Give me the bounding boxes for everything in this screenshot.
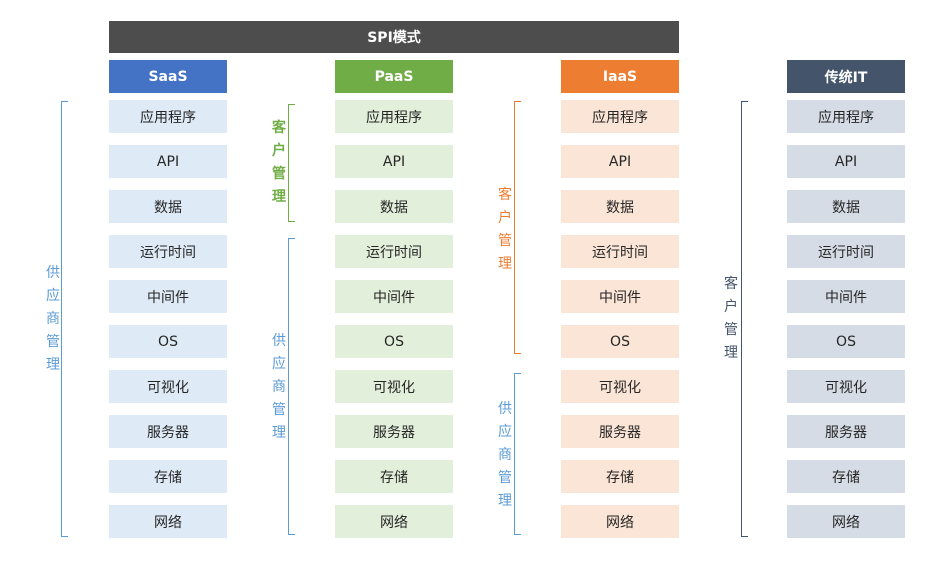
management-label-char: 客 bbox=[272, 120, 286, 136]
management-label-char: 管 bbox=[272, 166, 286, 182]
management-label-char: 户 bbox=[272, 143, 286, 159]
management-label-char: 理 bbox=[272, 425, 286, 441]
layer-cell: 中间件 bbox=[335, 280, 453, 313]
management-label-char: 商 bbox=[272, 379, 286, 395]
layer-cell: 网络 bbox=[109, 505, 227, 538]
layer-cell: 存储 bbox=[335, 460, 453, 493]
layer-cell: 可视化 bbox=[335, 370, 453, 403]
layer-cell: 存储 bbox=[787, 460, 905, 493]
management-label-char: 管 bbox=[498, 470, 512, 486]
layer-cell: 网络 bbox=[335, 505, 453, 538]
management-bracket bbox=[741, 101, 748, 537]
management-label-char: 理 bbox=[498, 493, 512, 509]
layer-cell: 数据 bbox=[787, 190, 905, 223]
management-bracket bbox=[288, 104, 295, 222]
management-label-char: 管 bbox=[46, 334, 60, 350]
layer-cell: 可视化 bbox=[109, 370, 227, 403]
management-label-char: 应 bbox=[46, 288, 60, 304]
column-header-1: PaaS bbox=[335, 60, 453, 93]
layer-cell: 服务器 bbox=[335, 415, 453, 448]
layer-cell: 运行时间 bbox=[561, 235, 679, 268]
management-label-char: 户 bbox=[498, 210, 512, 226]
layer-cell: 存储 bbox=[561, 460, 679, 493]
layer-cell: 中间件 bbox=[109, 280, 227, 313]
management-label-char: 理 bbox=[46, 357, 60, 373]
spi-title: SPI模式 bbox=[367, 30, 421, 46]
layer-cell: 服务器 bbox=[787, 415, 905, 448]
column-header-0: SaaS bbox=[109, 60, 227, 93]
layer-cell: API bbox=[561, 145, 679, 178]
layer-cell: API bbox=[787, 145, 905, 178]
layer-cell: 网络 bbox=[561, 505, 679, 538]
management-label-char: 理 bbox=[498, 256, 512, 272]
layer-cell: 数据 bbox=[335, 190, 453, 223]
layer-cell: 运行时间 bbox=[109, 235, 227, 268]
management-label: 客户管理 bbox=[269, 117, 289, 209]
layer-cell: 服务器 bbox=[109, 415, 227, 448]
management-bracket bbox=[514, 101, 521, 354]
layer-cell: 存储 bbox=[109, 460, 227, 493]
layer-cell: 应用程序 bbox=[787, 100, 905, 133]
management-label-char: 供 bbox=[498, 401, 512, 417]
spi-title-bar: SPI模式 bbox=[109, 21, 679, 53]
management-label-char: 商 bbox=[498, 447, 512, 463]
layer-cell: 可视化 bbox=[561, 370, 679, 403]
management-label: 客户管理 bbox=[721, 273, 741, 365]
layer-cell: OS bbox=[787, 325, 905, 358]
management-label-char: 商 bbox=[46, 311, 60, 327]
management-label-char: 理 bbox=[272, 189, 286, 205]
layer-cell: 中间件 bbox=[787, 280, 905, 313]
management-label: 供应商管理 bbox=[269, 330, 289, 445]
layer-cell: API bbox=[109, 145, 227, 178]
management-label-char: 理 bbox=[724, 345, 738, 361]
management-bracket bbox=[288, 238, 295, 535]
layer-cell: 服务器 bbox=[561, 415, 679, 448]
layer-cell: 应用程序 bbox=[109, 100, 227, 133]
layer-cell: 应用程序 bbox=[335, 100, 453, 133]
layer-cell: 数据 bbox=[109, 190, 227, 223]
management-label-char: 应 bbox=[498, 424, 512, 440]
management-label-char: 管 bbox=[498, 233, 512, 249]
layer-cell: 数据 bbox=[561, 190, 679, 223]
management-label-char: 管 bbox=[272, 402, 286, 418]
management-label-char: 供 bbox=[46, 265, 60, 281]
layer-cell: OS bbox=[109, 325, 227, 358]
column-header-3: 传统IT bbox=[787, 60, 905, 93]
management-label: 客户管理 bbox=[495, 184, 515, 276]
management-label-char: 应 bbox=[272, 356, 286, 372]
management-label-char: 供 bbox=[272, 333, 286, 349]
layer-cell: API bbox=[335, 145, 453, 178]
layer-cell: OS bbox=[335, 325, 453, 358]
management-bracket bbox=[61, 101, 68, 537]
layer-cell: 中间件 bbox=[561, 280, 679, 313]
management-label: 供应商管理 bbox=[495, 398, 515, 513]
layer-cell: 应用程序 bbox=[561, 100, 679, 133]
management-label-char: 客 bbox=[724, 276, 738, 292]
management-label-char: 管 bbox=[724, 322, 738, 338]
layer-cell: 网络 bbox=[787, 505, 905, 538]
management-label: 供应商管理 bbox=[43, 262, 63, 377]
layer-cell: 可视化 bbox=[787, 370, 905, 403]
column-header-2: IaaS bbox=[561, 60, 679, 93]
layer-cell: 运行时间 bbox=[335, 235, 453, 268]
management-label-char: 客 bbox=[498, 187, 512, 203]
layer-cell: OS bbox=[561, 325, 679, 358]
layer-cell: 运行时间 bbox=[787, 235, 905, 268]
management-bracket bbox=[514, 373, 521, 535]
management-label-char: 户 bbox=[724, 299, 738, 315]
